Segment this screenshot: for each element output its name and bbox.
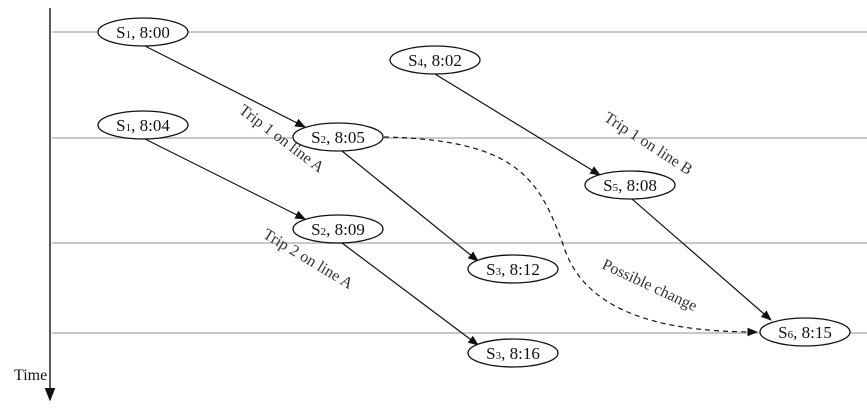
node-s3-812: S3, 8:12 (467, 254, 559, 284)
node-label: S2, 8:05 (311, 128, 365, 147)
edge-trip1-a-1 (144, 45, 306, 128)
node-s1-804: S1, 8:04 (97, 110, 189, 140)
node-ellipse (292, 122, 384, 152)
edges (144, 45, 772, 346)
node-ellipse (389, 45, 481, 75)
edge-trip1-b-1 (434, 73, 601, 176)
node-label: S4, 8:02 (408, 51, 462, 70)
node-label: S1, 8:00 (116, 23, 170, 42)
node-label: S6, 8:15 (778, 323, 832, 342)
node-s2-805: S2, 8:05 (292, 122, 384, 152)
node-label: S3, 8:12 (486, 260, 540, 279)
node-ellipse (584, 170, 676, 200)
node-label: S3, 8:16 (486, 344, 540, 363)
node-label: S2, 8:09 (311, 220, 365, 239)
node-label: S5, 8:08 (603, 176, 657, 195)
node-ellipse (292, 214, 384, 244)
node-s4-802: S4, 8:02 (389, 45, 481, 75)
node-ellipse (759, 317, 851, 347)
edge-possible-change (383, 136, 759, 337)
edge-trip2-a-1 (144, 138, 306, 220)
node-s2-809: S2, 8:09 (292, 214, 384, 244)
node-ellipse (97, 110, 189, 140)
edge-trip1-b-2 (631, 198, 772, 321)
node-s1-800: S1, 8:00 (97, 17, 189, 47)
node-ellipse (467, 254, 559, 284)
label-trip1-line-b: Trip 1 on line B (601, 109, 696, 179)
edge-trip1-a-2 (341, 150, 479, 262)
node-label: S1, 8:04 (116, 116, 170, 135)
node-ellipse (467, 338, 559, 368)
time-gridlines (52, 31, 867, 334)
node-s3-816: S3, 8:16 (467, 338, 559, 368)
time-axis-label: Time (14, 367, 47, 384)
edge-trip2-a-2 (341, 242, 479, 346)
node-s6-815: S6, 8:15 (759, 317, 851, 347)
node-s5-808: S5, 8:08 (584, 170, 676, 200)
node-ellipse (97, 17, 189, 47)
